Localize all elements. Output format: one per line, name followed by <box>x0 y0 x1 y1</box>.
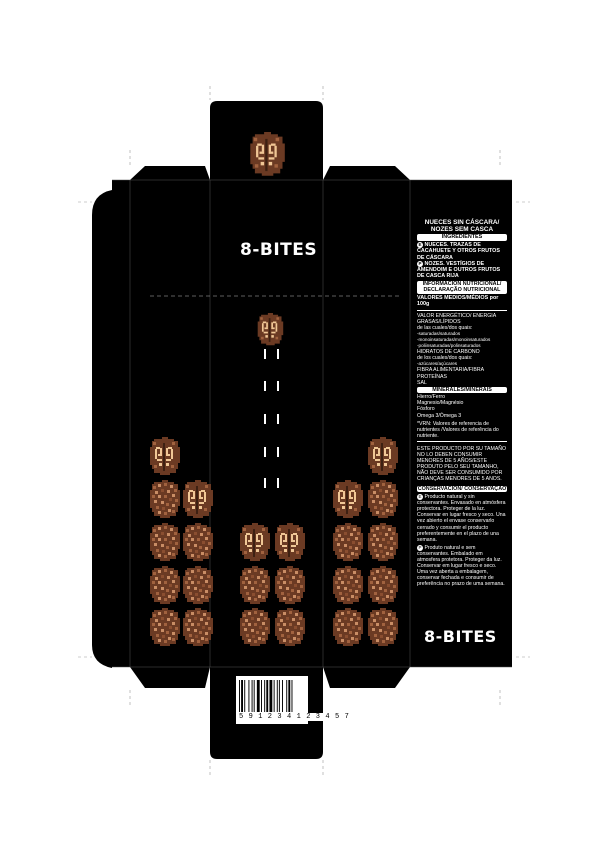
walnut-half-icon <box>333 480 363 518</box>
walnut-pixel-icon <box>333 523 363 561</box>
walnut-pixel-icon <box>150 566 180 604</box>
walnut-pixel-icon <box>368 566 398 604</box>
walnut-half-icon <box>368 437 398 475</box>
walnut-pixel-icon <box>240 608 270 646</box>
nutrition-row: HIDRATOS DE CARBONO <box>417 349 480 356</box>
walnut-half-icon <box>183 480 213 518</box>
pt-marker-icon: P <box>417 260 423 267</box>
walnut-pixel-icon <box>275 608 305 646</box>
nutrition-row: PROTEÍNAS <box>417 373 447 380</box>
bullet-trail-icon <box>264 349 279 488</box>
nutrition-row: -poliinsaturadas/polinsaturados <box>417 343 481 349</box>
pt-ingredients: P NOZES. VESTÍGIOS DE AMENDOIM E OUTROS … <box>417 260 501 280</box>
nutrition-row: VALOR ENERGÉTICO/ ENERGIA <box>417 312 497 319</box>
nutrition-row: FIBRA ALIMENTARIA/FIBRA <box>417 367 485 374</box>
box-body <box>92 101 512 759</box>
age-warning: ESTE PRODUCTO POR SU TAMAÑO NO LO DEBEN … <box>417 445 507 483</box>
walnut-pixel-icon <box>275 566 305 604</box>
nutrition-row: GRASAS/LÍPIDOS <box>417 318 461 325</box>
walnut-pixel-icon <box>150 480 180 518</box>
nutrition-row: -azúcares/açúcares <box>417 361 458 367</box>
nutrition-row: de los cuales/dos quais: <box>417 355 473 362</box>
walnut-pixel-icon <box>333 566 363 604</box>
ingredients-panel: NUECES SIN CÁSCARA/ NOZES SEM CASCA INGR… <box>417 219 507 588</box>
brand-logo-side: 8-BITES <box>424 627 497 646</box>
nutrition-row: -monoinsaturadas/monoinsaturados <box>417 336 491 342</box>
nutrition-row: de las cuales/dos quais: <box>417 324 473 331</box>
walnut-half-icon <box>275 523 305 561</box>
walnut-half-icon-shooter <box>257 313 284 346</box>
walnut-half-icon <box>240 523 270 561</box>
es-conservation: E Producto natural y sin conservantes. E… <box>417 494 506 543</box>
walnut-pixel-icon <box>240 566 270 604</box>
minerals-header: MINERALES/MINERAIS <box>417 386 507 394</box>
walnut-pixel-icon <box>150 523 180 561</box>
nutrition-header: INFORMACIÓN NUTRICIONAL/ DECLARAÇÃO NUTR… <box>417 280 507 294</box>
mineral-row: Omega 3/Ómega 3 <box>417 412 462 419</box>
es-ingredients: E NUECES. TRAZAS DE CACAHUETE Y OTROS FR… <box>417 242 500 261</box>
pt-conservation: P Produto natural e sem conservantes. Em… <box>417 544 505 588</box>
avg-values: VALORES MEDIOS/MÉDIOS por 100g <box>417 294 499 308</box>
mineral-row: Hierro/Ferro <box>417 394 445 401</box>
walnut-pixel-icon <box>150 608 180 646</box>
vrn-note: *VRN: Valores de referencia de nutriente… <box>417 420 499 439</box>
walnut-half-icon <box>150 437 180 475</box>
es-marker-icon: E <box>417 242 423 248</box>
walnut-pixel-icon <box>368 608 398 646</box>
walnut-pixel-icon <box>333 608 363 646</box>
nutrition-row: -saturadas/saturados <box>417 330 461 336</box>
conservation-header: CONSERVACIÓN/ CONSERVAÇÃO <box>417 485 507 493</box>
mineral-row: Fósforo <box>417 406 435 413</box>
brand-logo-front: 8-BITES <box>240 240 318 260</box>
walnut-pixel-icon <box>368 523 398 561</box>
mineral-row: Magnesio/Magnésio <box>417 400 464 407</box>
walnut-pixel-icon <box>183 566 213 604</box>
walnut-pixel-icon <box>368 480 398 518</box>
walnut-pixel-icon <box>183 608 213 646</box>
barcode-number: 5 9 1 2 3 4 1 2 3 4 5 7 <box>238 713 351 721</box>
pt-marker-icon: P <box>417 544 423 551</box>
walnut-half-icon-top-flap <box>250 132 285 176</box>
crop-guides <box>78 86 530 775</box>
product-title: NUECES SIN CÁSCARA/ NOZES SEM CASCA <box>424 219 500 234</box>
es-marker-icon: E <box>417 494 423 501</box>
walnut-pixel-icon <box>183 523 213 561</box>
nutrition-row: SAL <box>417 379 427 386</box>
ingredients-header: INGREDIENTES <box>417 234 507 241</box>
